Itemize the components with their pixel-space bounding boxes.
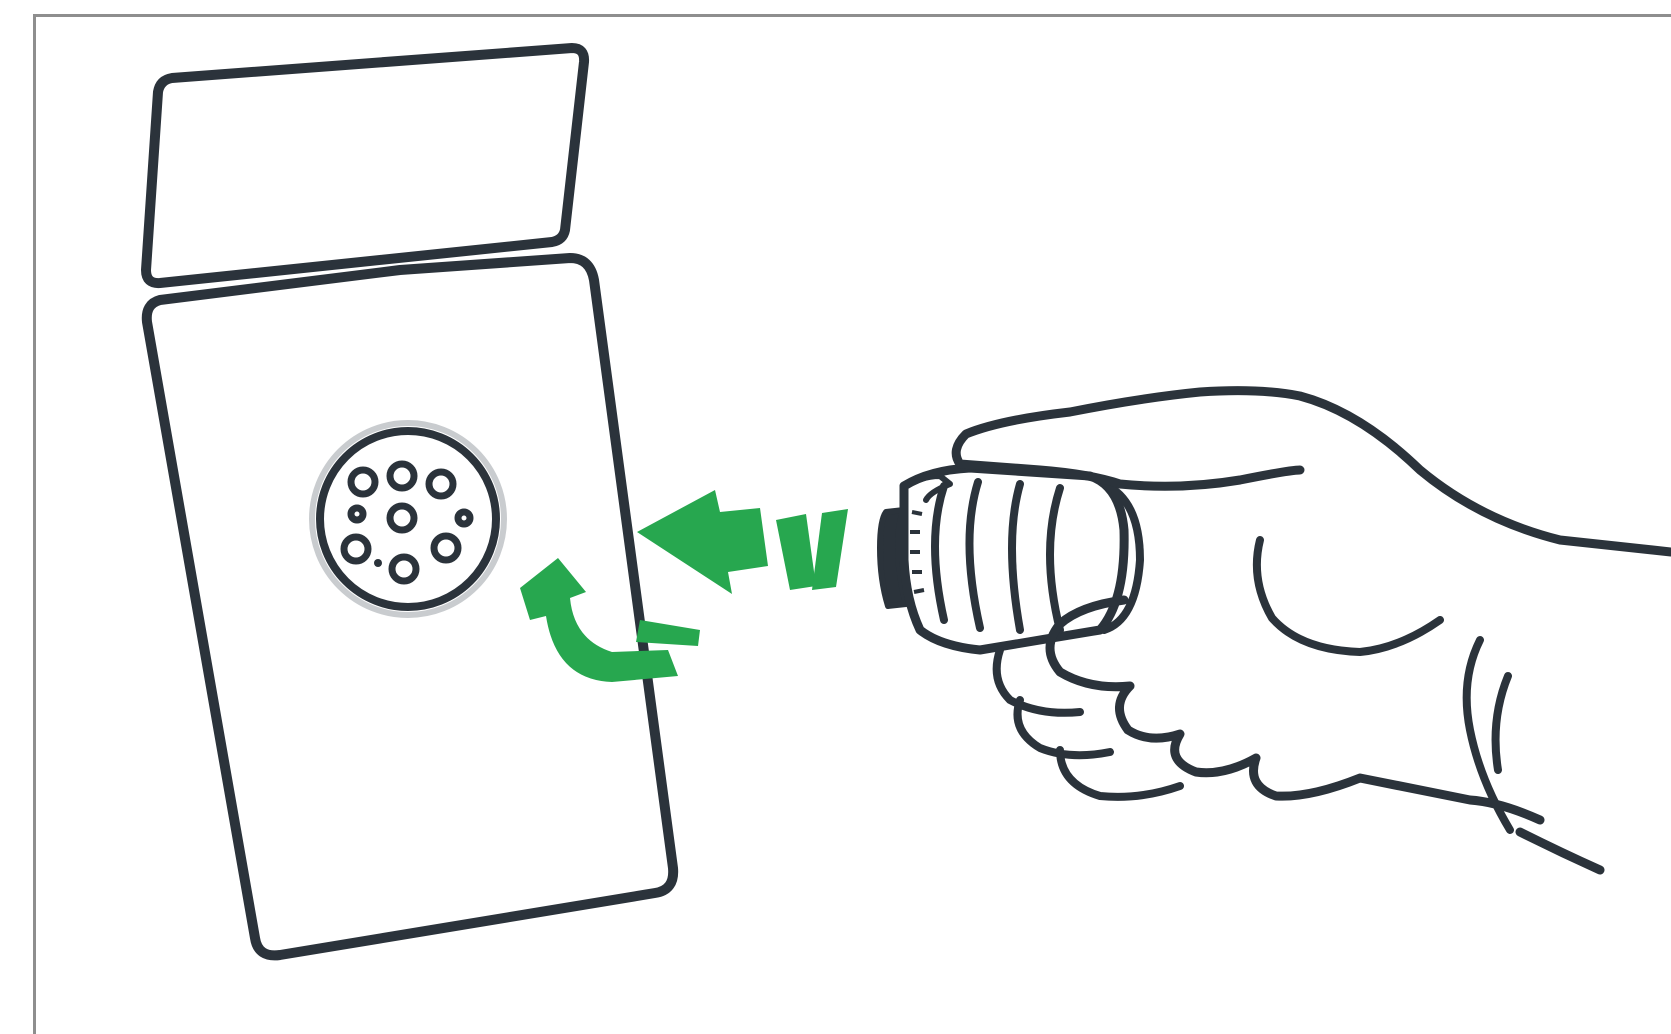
- socket-key-dot: [374, 559, 382, 567]
- socket-pin: [390, 464, 414, 488]
- plug-ring: [969, 482, 980, 628]
- rotate-arrow-shape: [520, 558, 678, 682]
- socket-pin: [390, 506, 414, 530]
- hand-finger-fold: [997, 650, 1180, 797]
- plug-teeth: [910, 512, 924, 592]
- socket-icon: [312, 423, 504, 615]
- socket-pin: [351, 470, 375, 494]
- socket-pin: [434, 536, 458, 560]
- plug-icon: [880, 468, 1140, 650]
- rotate-arrow-tail: [636, 620, 700, 646]
- hand-palm-edge-inner: [1496, 676, 1508, 770]
- plug-ring: [1012, 484, 1020, 630]
- socket-pin: [458, 512, 470, 524]
- insert-arrow-head: [637, 490, 768, 594]
- rotate-arrow-icon: [520, 558, 700, 682]
- socket-pin: [351, 508, 363, 520]
- hand-wrist: [1520, 832, 1600, 870]
- hand-outline: [956, 391, 1671, 552]
- insert-arrow-dash: [776, 514, 816, 590]
- device-top-flap: [146, 48, 584, 283]
- socket-pin: [429, 472, 453, 496]
- plug-ring: [935, 486, 944, 620]
- socket-pin: [344, 537, 368, 561]
- connector-illustration: [0, 0, 1671, 1005]
- insert-arrow-dash: [812, 509, 848, 590]
- insert-arrow-icon: [637, 490, 848, 594]
- hand-thumb-crease: [1257, 540, 1440, 652]
- plug-ring: [1050, 488, 1060, 630]
- socket-pin: [392, 557, 416, 581]
